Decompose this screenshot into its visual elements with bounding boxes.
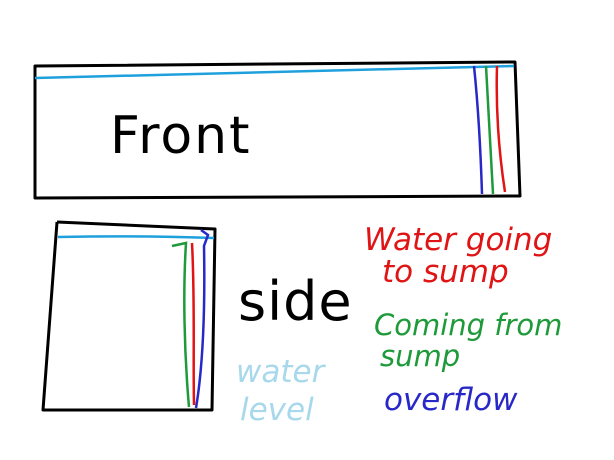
front-return-pipe	[484, 65, 495, 195]
legend-water-level-line2: level	[240, 392, 314, 428]
front-tank-outline	[33, 60, 522, 200]
legend-from-sump-line2: sump	[380, 339, 460, 373]
side-label: side	[238, 270, 353, 333]
legend-to-sump-line1: Water going	[364, 222, 552, 258]
legend-water-level-line1: water	[236, 354, 327, 390]
legend-from-sump-line1: Coming from	[374, 308, 562, 342]
front-view: Front	[33, 60, 522, 200]
front-drain-pipe	[495, 65, 507, 193]
side-drain-pipe	[190, 242, 196, 406]
side-view: side	[41, 220, 353, 412]
front-overflow-pipe	[472, 65, 484, 195]
legend: Water going to sump Coming from sump ove…	[236, 222, 562, 428]
front-label: Front	[110, 106, 252, 166]
side-tank-outline	[41, 220, 217, 412]
side-water-level-line	[57, 235, 215, 240]
legend-to-sump-line2: to sump	[382, 254, 509, 290]
side-return-pipe	[171, 241, 191, 408]
side-overflow-pipe	[194, 228, 210, 409]
front-water-level-line	[34, 64, 515, 80]
legend-overflow: overflow	[384, 382, 518, 418]
